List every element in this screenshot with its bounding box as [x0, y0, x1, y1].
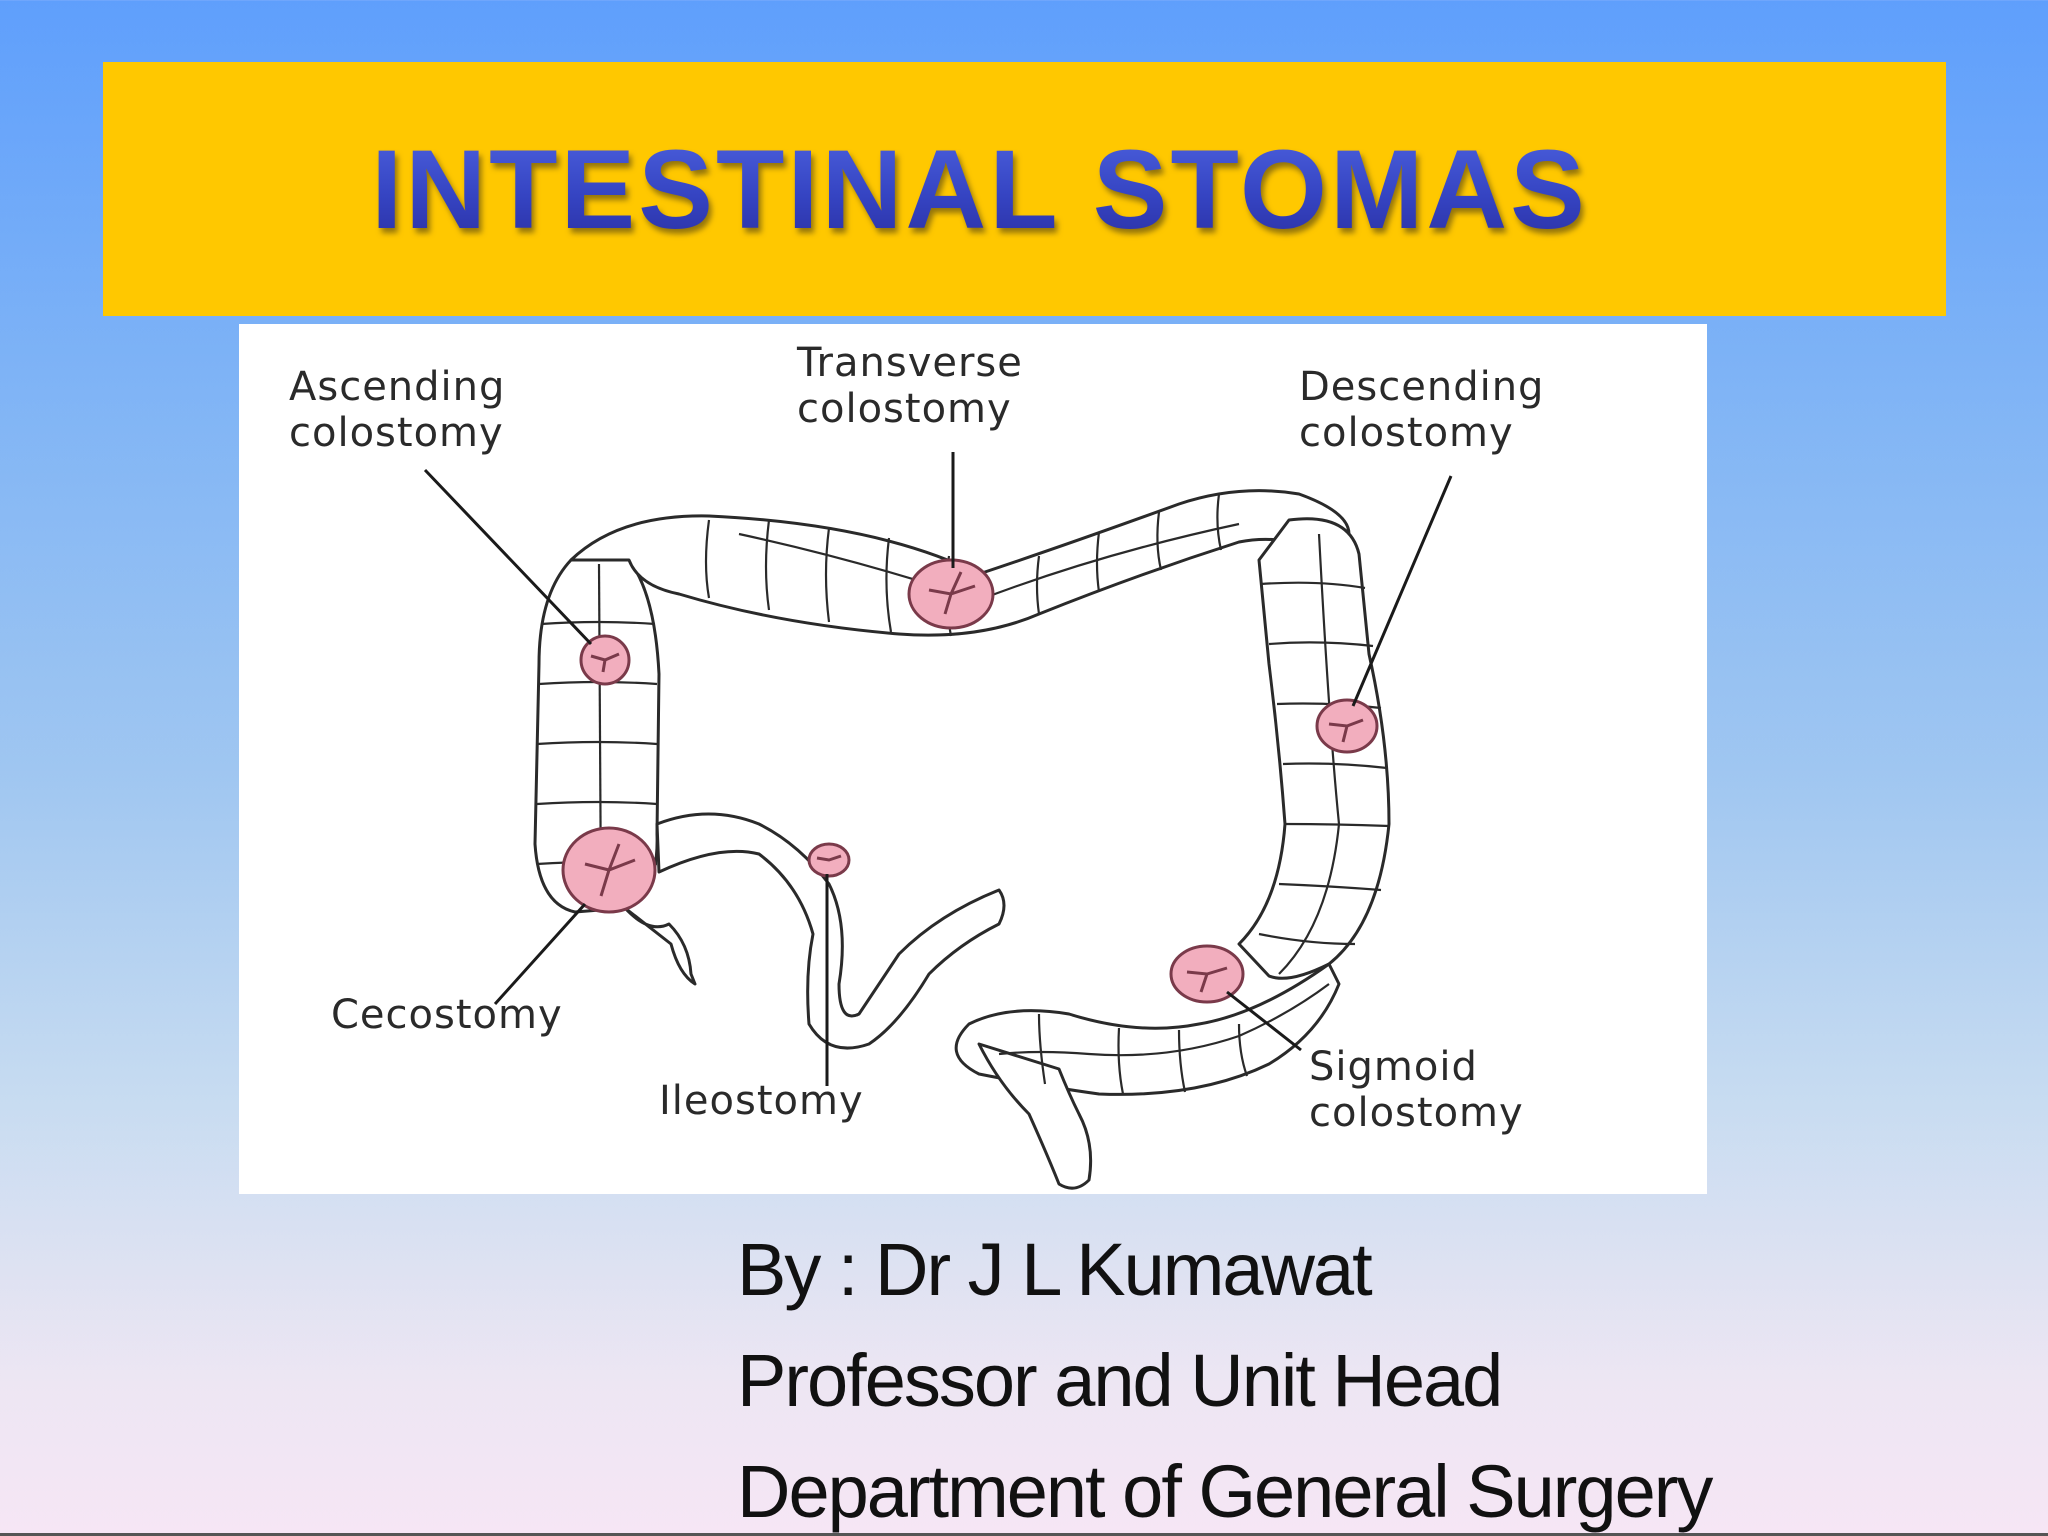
- leader-ascending: [423, 468, 593, 646]
- leader-lines: [423, 452, 1453, 1086]
- bottom-rule: [0, 1533, 2048, 1536]
- label-ascending-1: Ascending: [289, 364, 505, 410]
- author-byline: By : Dr J L Kumawat Professor and Unit H…: [737, 1214, 2017, 1536]
- label-transverse-2: colostomy: [797, 386, 1012, 432]
- descending-colon: [1237, 517, 1391, 980]
- label-transverse-1: Transverse: [796, 340, 1023, 386]
- leader-sigmoid: [1226, 990, 1302, 1052]
- label-descending-2: colostomy: [1299, 410, 1514, 456]
- title-banner: INTESTINAL STOMAS: [103, 62, 1946, 316]
- label-sigmoid-2: colostomy: [1309, 1090, 1524, 1136]
- slide-title: INTESTINAL STOMAS: [371, 126, 1588, 252]
- label-sigmoid-1: Sigmoid: [1309, 1044, 1478, 1090]
- colon-diagram: Ascending colostomy Transverse colostomy…: [239, 324, 1707, 1194]
- haustra-lines: [536, 493, 1390, 1095]
- author-department: Department of General Surgery: [737, 1450, 1713, 1533]
- colon-diagram-svg: Ascending colostomy Transverse colostomy…: [289, 340, 1544, 1190]
- stoma-descending: [1315, 698, 1379, 754]
- stomas: [561, 558, 1379, 1004]
- terminal-ileum: [655, 812, 1006, 1050]
- author-name: By : Dr J L Kumawat: [737, 1228, 1373, 1311]
- label-cecostomy: Cecostomy: [331, 992, 563, 1038]
- label-ascending-2: colostomy: [289, 410, 504, 456]
- label-ileostomy: Ileostomy: [659, 1078, 864, 1124]
- stoma-cecostomy: [561, 826, 657, 914]
- leader-cecostomy: [493, 902, 587, 1006]
- stoma-ascending: [579, 634, 631, 686]
- stoma-ileostomy: [807, 842, 851, 878]
- appendix: [623, 906, 697, 986]
- author-position: Professor and Unit Head: [737, 1339, 1503, 1422]
- rectum: [977, 1042, 1093, 1190]
- stoma-sigmoid: [1169, 944, 1245, 1004]
- stoma-transverse: [907, 558, 995, 630]
- leader-descending: [1351, 475, 1453, 707]
- label-descending-1: Descending: [1299, 364, 1544, 410]
- large-intestine: [533, 489, 1391, 1190]
